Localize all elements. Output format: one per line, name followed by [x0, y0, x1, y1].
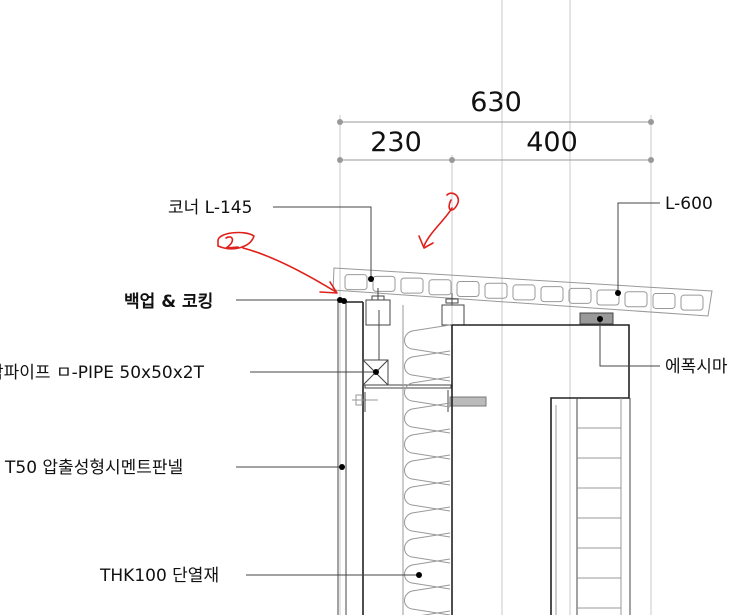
- panel-cell: [400, 277, 424, 294]
- insulation-wave: [404, 506, 451, 538]
- insulation-wave: [404, 584, 451, 615]
- panel-cell: [512, 284, 536, 301]
- insulation-wave: [404, 324, 451, 356]
- panel-cell: [372, 275, 396, 292]
- panel-cell: [456, 281, 480, 298]
- label-insulation: THK100 단열재: [99, 566, 422, 586]
- bolt-left: [352, 392, 378, 412]
- epoxy-pad: [579, 312, 614, 325]
- label-cement-panel: T50 압출성형시멘트판넬: [4, 458, 345, 478]
- panel-cell: [484, 282, 508, 299]
- dimension-overall: 630: [337, 87, 654, 125]
- dimension-400: 400: [526, 127, 578, 158]
- insulation-wave: [404, 376, 451, 408]
- label-panel-length: L-600: [615, 194, 713, 296]
- markup-2: 2: [217, 231, 338, 294]
- dimension-230: 230: [370, 127, 422, 158]
- insulation-wave: [404, 428, 451, 460]
- svg-text:코너 L-145: 코너 L-145: [168, 198, 252, 218]
- svg-text:백업 & 코킹: 백업 & 코킹: [124, 292, 213, 312]
- label-corner: 코너 L-145: [168, 198, 374, 282]
- insulation-wave: [404, 480, 451, 512]
- insulation-pattern: [404, 324, 451, 615]
- markup-1: 1: [418, 192, 460, 249]
- wall-section: [337, 288, 631, 615]
- svg-text:THK100 단열재: THK100 단열재: [99, 566, 219, 586]
- svg-text:L-600: L-600: [665, 194, 713, 214]
- panel-cell: [652, 292, 676, 309]
- svg-text:각파이프 ㅁ-PIPE 50x50x2T: 각파이프 ㅁ-PIPE 50x50x2T: [0, 363, 205, 383]
- dimension-split: 230 400: [337, 127, 654, 163]
- panel-cell: [680, 294, 704, 311]
- svg-text:T50 압출성형시멘트판넬: T50 압출성형시멘트판넬: [4, 458, 183, 478]
- dimension-630: 630: [470, 87, 522, 118]
- panel-cell: [568, 287, 592, 304]
- panel-cell: [596, 289, 620, 306]
- insulation-wave: [404, 350, 451, 382]
- top-panel: [332, 267, 713, 317]
- label-square-pipe: 각파이프 ㅁ-PIPE 50x50x2T: [0, 363, 379, 383]
- panel-cell: [624, 291, 648, 308]
- label-epoxy: 에폭시마: [597, 316, 728, 377]
- panel-cell: [344, 274, 368, 291]
- svg-text:1: 1: [455, 209, 456, 211]
- panel-cell: [428, 279, 452, 296]
- label-backup-caulking: 백업 & 코킹: [124, 292, 347, 312]
- panel-cell: [540, 286, 564, 303]
- reference-grid-lines: [339, 0, 652, 615]
- insulation-wave: [404, 402, 451, 434]
- anchor-bolt: [447, 390, 487, 412]
- insulation-wave: [404, 558, 451, 590]
- svg-text:에폭시마: 에폭시마: [665, 357, 728, 377]
- insulation-wave: [404, 532, 451, 564]
- insulation-wave: [404, 454, 451, 486]
